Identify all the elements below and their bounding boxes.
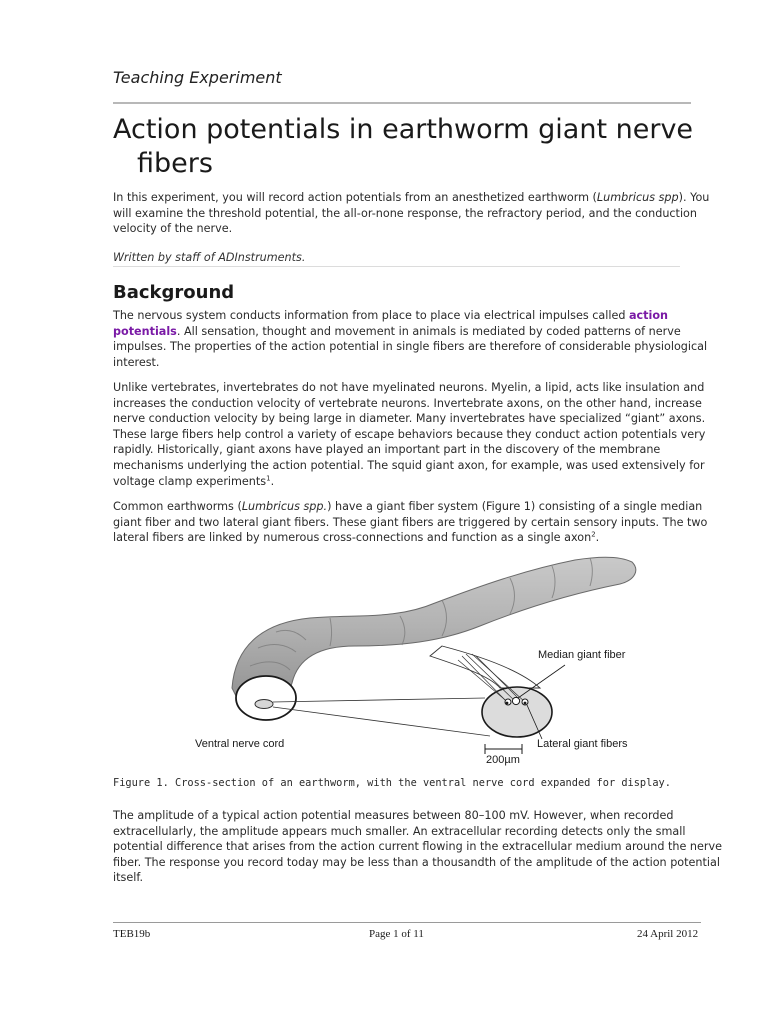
section-divider <box>113 266 680 267</box>
footnote-ref-1: 1 <box>266 473 271 482</box>
p2-end: . <box>270 474 275 488</box>
nerve-cord-section <box>481 686 553 738</box>
label-scale: 200µm <box>486 754 520 766</box>
p3-text-b: ) have a giant fiber system (Figure 1) c… <box>113 500 708 545</box>
intro-text-b: ). You will examine the threshold potent… <box>113 191 710 236</box>
worm-segments <box>249 557 593 671</box>
giant-fiber-lines <box>457 653 526 705</box>
p2-text: Unlike vertebrates, invertebrates do not… <box>113 381 706 488</box>
keyword-action-potentials[interactable]: action potentials <box>113 309 669 338</box>
footer-date: 24 April 2012 <box>637 928 699 940</box>
p3-species: Lumbricus spp. <box>241 500 328 513</box>
intro-text-a: In this experiment, you will record acti… <box>113 191 597 204</box>
worm-body <box>231 556 637 712</box>
footer-rule <box>113 922 701 923</box>
footer-page-number: Page 1 of 11 <box>369 928 424 940</box>
footer-doc-code: TEB19b <box>113 928 151 940</box>
worm-cut-end <box>235 675 297 721</box>
p3-end: . <box>595 531 600 545</box>
label-ventral-nerve-cord: Ventral nerve cord <box>195 738 285 750</box>
title-line-2: fibers <box>137 148 213 179</box>
background-paragraph-3: Common earthworms (Lumbricus spp.) have … <box>113 499 723 546</box>
intro-species: Lumbricus spp <box>596 191 679 204</box>
ventral-cord-small <box>254 699 274 709</box>
scale-bar <box>484 744 523 754</box>
credit-line: Written by staff of ADInstruments. <box>113 251 306 264</box>
nerve-cord-body <box>429 645 542 689</box>
title-line-1: Action potentials in earthworm giant ner… <box>113 114 694 145</box>
intro-paragraph: In this experiment, you will record acti… <box>113 190 723 237</box>
header-rule <box>113 102 691 104</box>
footnote-ref-2: 2 <box>591 530 596 539</box>
p3-text-a: Common earthworms ( <box>113 500 242 513</box>
background-paragraph-2: Unlike vertebrates, invertebrates do not… <box>113 380 723 489</box>
earthworm-illustration <box>231 556 637 754</box>
figure-caption: Figure 1. Cross-section of an earthworm,… <box>113 777 671 789</box>
p1-text-b: . All sensation, thought and movement in… <box>113 324 708 369</box>
p1-text-a: The nervous system conducts information … <box>113 309 629 322</box>
earthworm-figure: Median giant fiber Ventral nerve cord La… <box>180 548 650 773</box>
section-heading-background: Background <box>113 282 235 303</box>
label-lateral-giant-fibers: Lateral giant fibers <box>537 738 628 750</box>
document-kicker: Teaching Experiment <box>113 68 282 87</box>
page-title: Action potentials in earthworm giant ner… <box>113 113 713 181</box>
label-median-giant-fiber: Median giant fiber <box>538 649 626 661</box>
background-paragraph-1: The nervous system conducts information … <box>113 308 723 370</box>
amplitude-paragraph: The amplitude of a typical action potent… <box>113 809 722 885</box>
